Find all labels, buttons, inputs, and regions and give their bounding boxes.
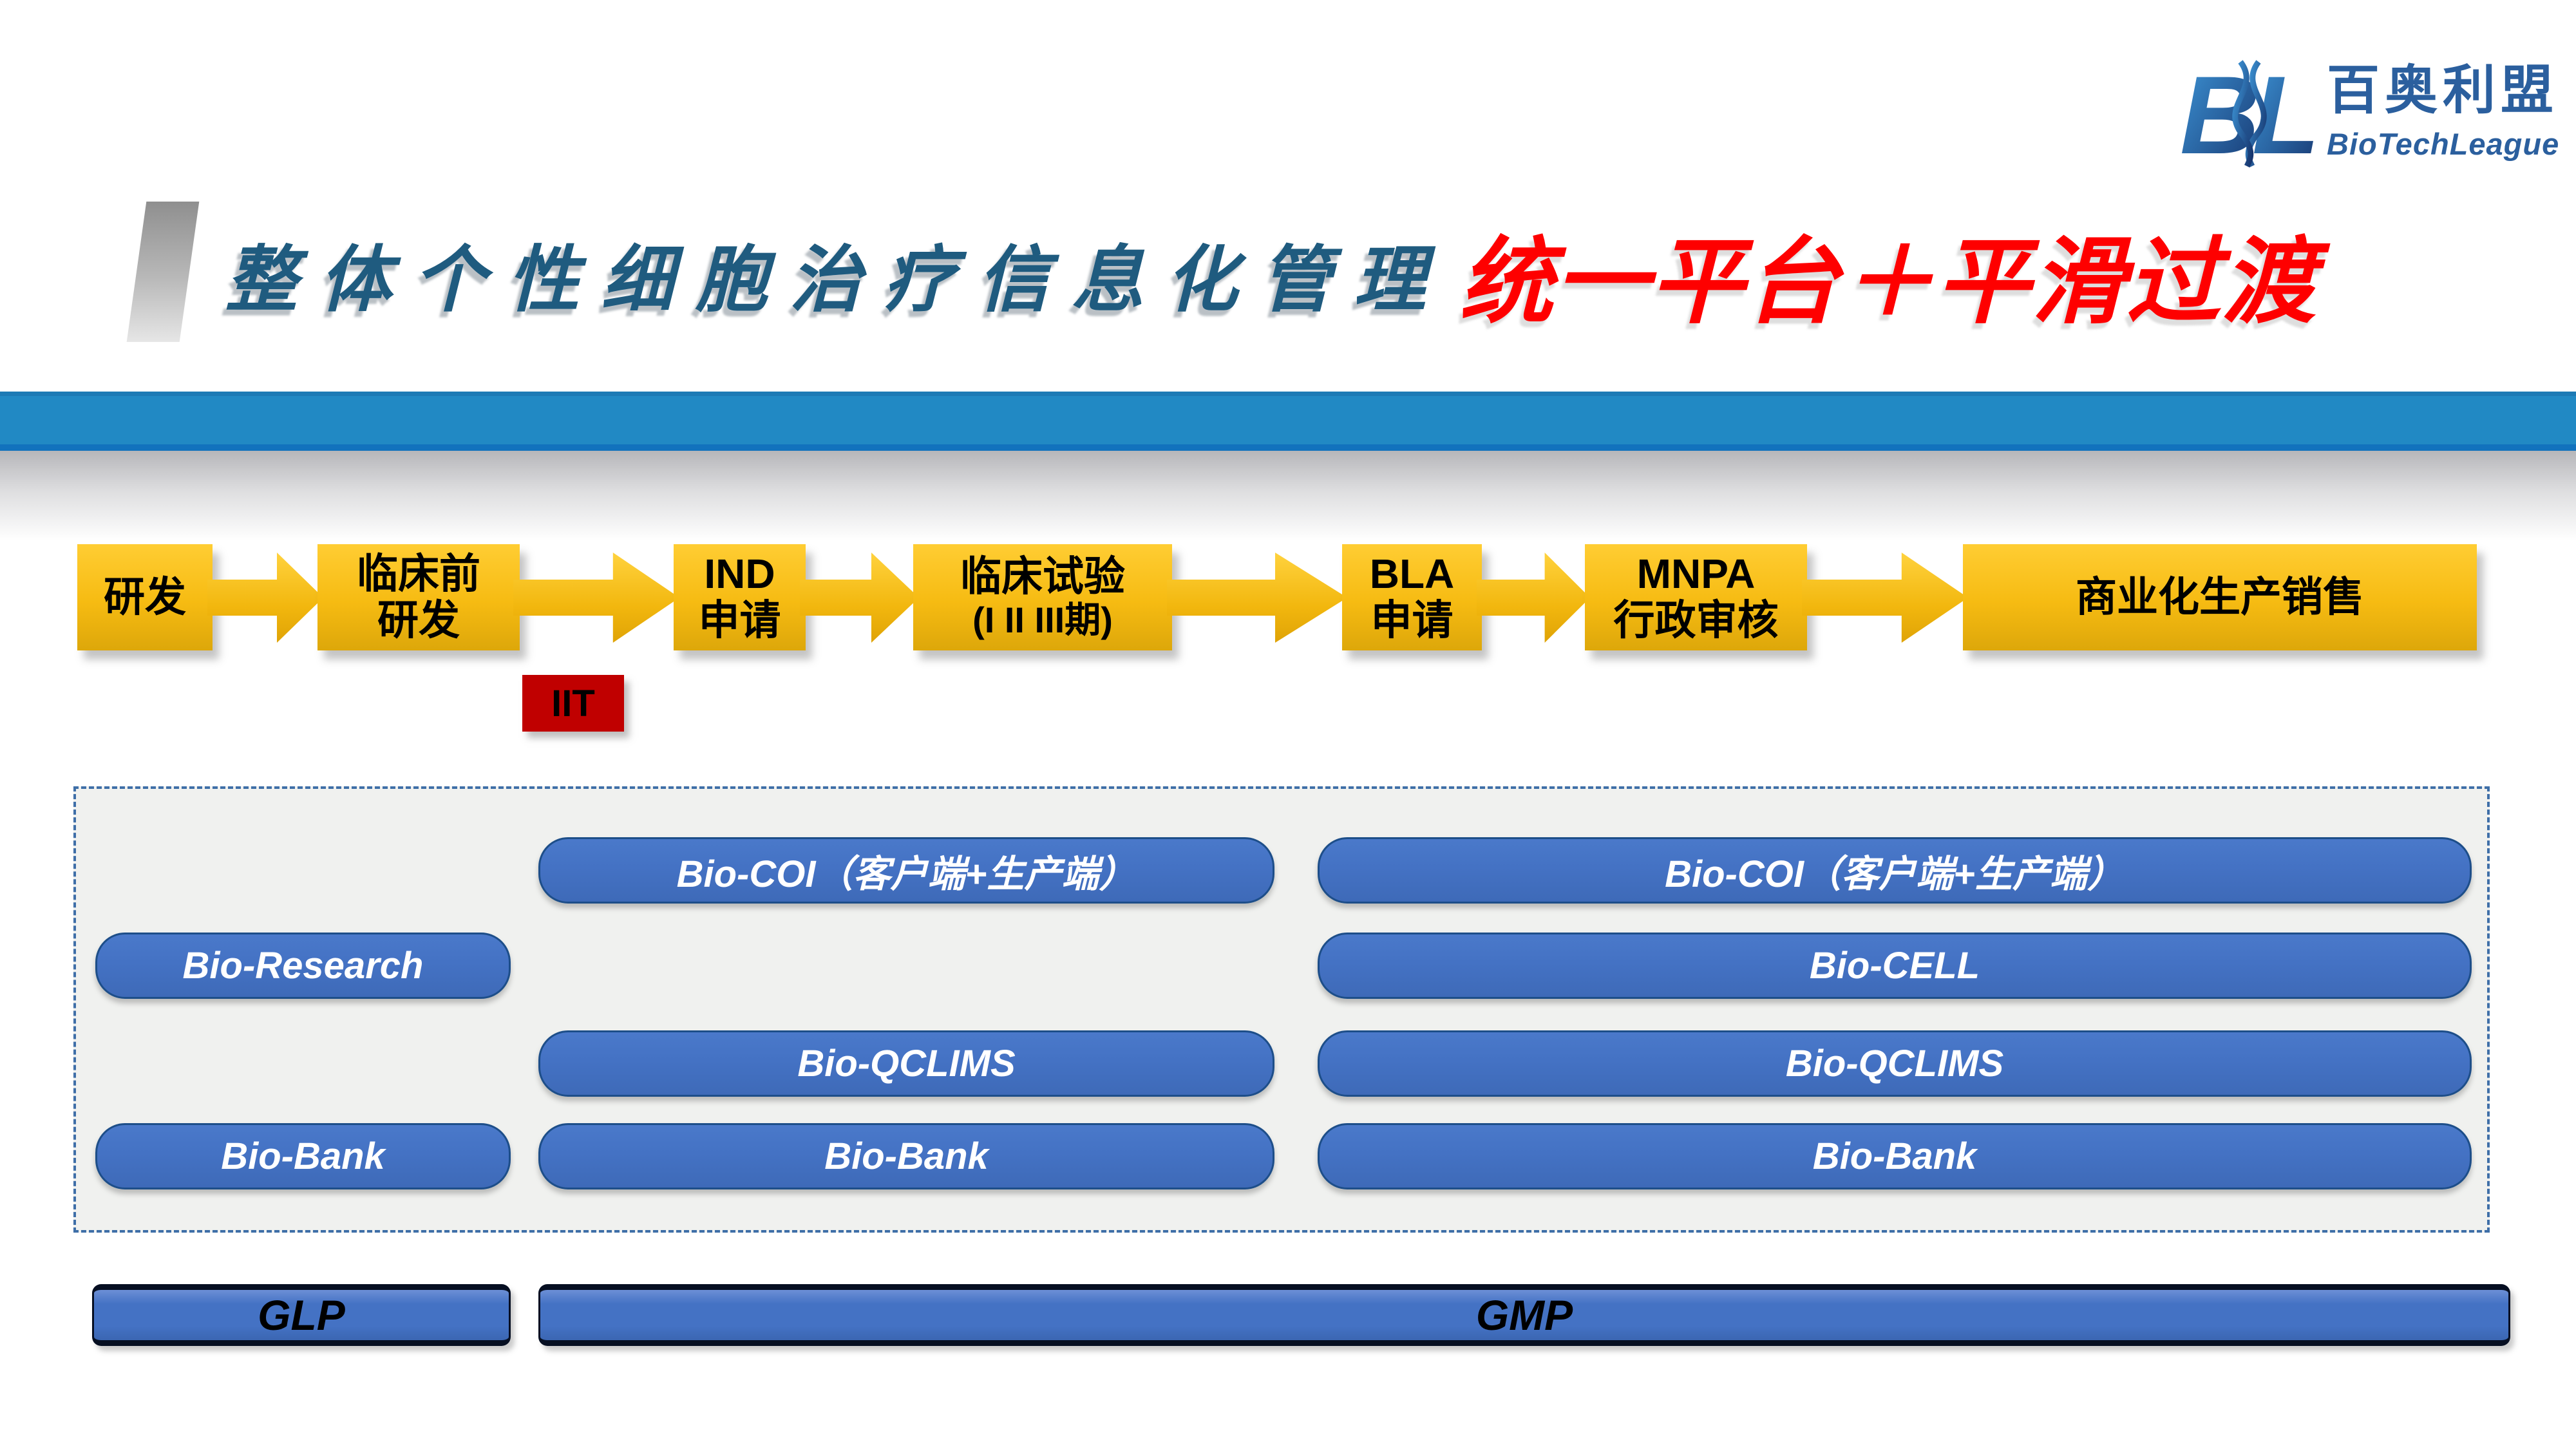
flow-step-ind: IND 申请 <box>674 544 806 650</box>
flow-step-label: (I II III期) <box>972 599 1113 640</box>
flow-step-commercial: 商业化生产销售 <box>1963 544 2477 650</box>
flow-step-label: 研发 <box>104 573 186 620</box>
platform-box-label: Bio-Research <box>182 945 424 987</box>
flow-arrow-icon <box>1477 553 1590 643</box>
platform-box-bio-coi-right: Bio-COI（客户端+生产端） <box>1318 837 2472 904</box>
glp-label: GLP <box>258 1291 345 1339</box>
flow-step-rnd: 研发 <box>77 544 213 650</box>
flow-step-mnpa: MNPA 行政审核 <box>1585 544 1807 650</box>
flow-step-label: IND <box>704 550 775 597</box>
platform-box-bio-qclims-right: Bio-QCLIMS <box>1318 1030 2472 1097</box>
logo-english-name: BioTechLeague <box>2327 127 2560 162</box>
platform-box-label: Bio-Bank <box>221 1135 385 1177</box>
biotechleague-logo: B L 百奥利盟 BioTechLeague <box>2180 57 2559 171</box>
platform-box-label: Bio-COI（客户端+生产端） <box>1665 853 2125 895</box>
iit-tag: IIT <box>522 675 624 732</box>
divider-band-shadow <box>0 451 2576 541</box>
flow-arrow-icon <box>800 553 919 643</box>
platform-box-label: Bio-QCLIMS <box>1785 1043 2004 1084</box>
flow-arrow-icon <box>1167 553 1347 643</box>
flow-arrow-icon <box>1802 553 1968 643</box>
dna-strand-icon <box>2232 60 2254 168</box>
flow-step-preclinical: 临床前 研发 <box>317 544 520 650</box>
platform-box-bio-qclims-mid: Bio-QCLIMS <box>538 1030 1274 1097</box>
logo-text: 百奥利盟 BioTechLeague <box>2327 61 2560 162</box>
gmp-label: GMP <box>1475 1291 1573 1339</box>
platform-box-label: Bio-QCLIMS <box>797 1043 1016 1084</box>
flow-step-label: MNPA <box>1636 550 1756 597</box>
platform-box-bio-bank-left: Bio-Bank <box>95 1123 511 1189</box>
platform-box-label: Bio-CELL <box>1809 945 1980 987</box>
platform-box-label: Bio-COI（客户端+生产端） <box>676 853 1137 895</box>
platform-box-label: Bio-Bank <box>824 1135 989 1177</box>
flow-step-label: 商业化生产销售 <box>2076 573 2364 620</box>
flow-step-label: 研发 <box>377 596 460 643</box>
title-main-text: 整体个性细胞治疗信息化管理 <box>225 240 1448 320</box>
platform-box-bio-bank-mid: Bio-Bank <box>538 1123 1274 1189</box>
flow-step-label: BLA <box>1369 550 1455 597</box>
title-highlight-text: 统一平台＋平滑过渡 <box>1459 229 2317 334</box>
divider-band <box>0 392 2576 451</box>
flow-step-clinical-trial: 临床试验 (I II III期) <box>913 544 1172 650</box>
flow-step-label: 行政审核 <box>1613 596 1779 643</box>
flow-step-label: 临床前 <box>357 550 480 597</box>
flow-step-label: 申请 <box>1370 596 1454 643</box>
platform-box-bio-cell: Bio-CELL <box>1318 933 2472 999</box>
title-accent-bar <box>126 202 200 342</box>
platform-box-bio-bank-right: Bio-Bank <box>1318 1123 2472 1189</box>
flow-arrow-icon <box>513 553 679 643</box>
platform-box-label: Bio-Bank <box>1812 1135 1977 1177</box>
bl-dna-logo-icon: B L <box>2180 57 2316 171</box>
flow-arrow-icon <box>207 553 323 643</box>
glp-bar: GLP <box>92 1284 511 1346</box>
platform-box-bio-coi-mid: Bio-COI（客户端+生产端） <box>538 837 1274 904</box>
gmp-bar: GMP <box>538 1284 2510 1346</box>
platform-box-bio-research: Bio-Research <box>95 933 511 999</box>
flow-step-label: 临床试验 <box>960 553 1125 600</box>
flow-step-bla: BLA 申请 <box>1342 544 1482 650</box>
flow-step-label: 申请 <box>698 596 781 643</box>
page-title: 整体个性细胞治疗信息化管理 统一平台＋平滑过渡 <box>225 193 2317 354</box>
logo-chinese-name: 百奥利盟 <box>2327 61 2559 120</box>
